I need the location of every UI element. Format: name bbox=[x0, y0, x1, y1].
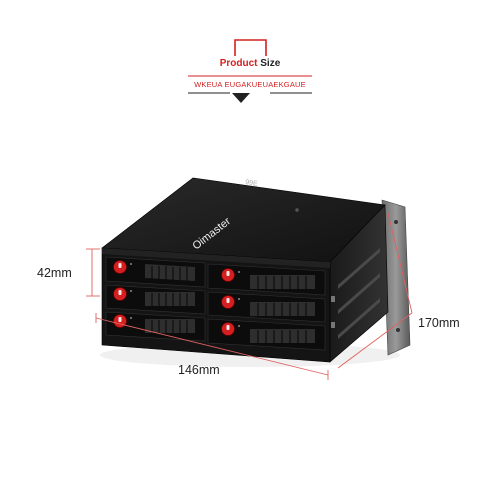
width-dimension-label: 146mm bbox=[178, 363, 220, 377]
section-title: Product Size bbox=[219, 58, 281, 69]
depth-dimension-label: 170mm bbox=[418, 316, 460, 330]
lock-button-icons bbox=[113, 260, 235, 336]
product-size-header: Product Size WKEUA EUGAKUEUAEKGAUE bbox=[0, 0, 500, 120]
header-frame bbox=[188, 39, 312, 103]
section-subtitle: WKEUA EUGAKUEUAEKGAUE bbox=[194, 80, 306, 89]
height-dimension-label: 42mm bbox=[37, 266, 72, 280]
triangle-down-icon bbox=[232, 93, 250, 103]
dimension-lines bbox=[86, 212, 413, 380]
top-marking: 99E bbox=[245, 179, 259, 188]
